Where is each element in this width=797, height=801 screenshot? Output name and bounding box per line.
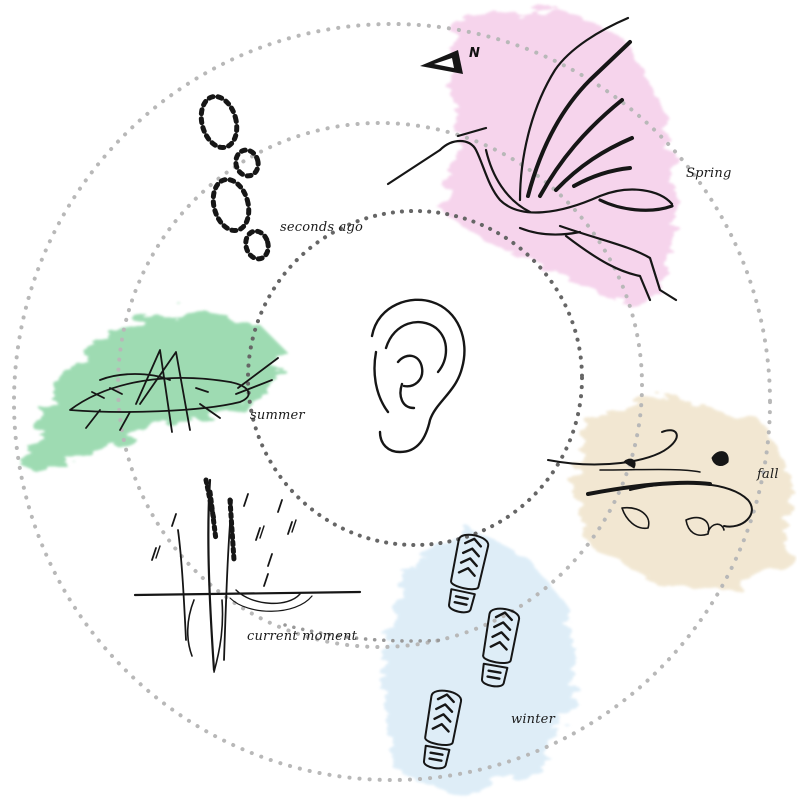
season-washes	[20, 10, 790, 795]
winter-wash	[380, 530, 575, 795]
summer-wash	[20, 310, 285, 475]
ear-icon	[372, 300, 464, 452]
current-moment-label: current moment	[247, 629, 357, 644]
summer-label: summer	[250, 408, 305, 423]
fall-label: fall	[757, 467, 779, 482]
seconds-ago-label: seconds ago	[280, 220, 363, 235]
north-arrow-icon	[420, 50, 463, 74]
north-label: N	[469, 46, 480, 61]
spring-label: Spring	[686, 166, 732, 181]
footprints-icon	[196, 92, 271, 261]
winter-label: winter	[511, 712, 555, 727]
